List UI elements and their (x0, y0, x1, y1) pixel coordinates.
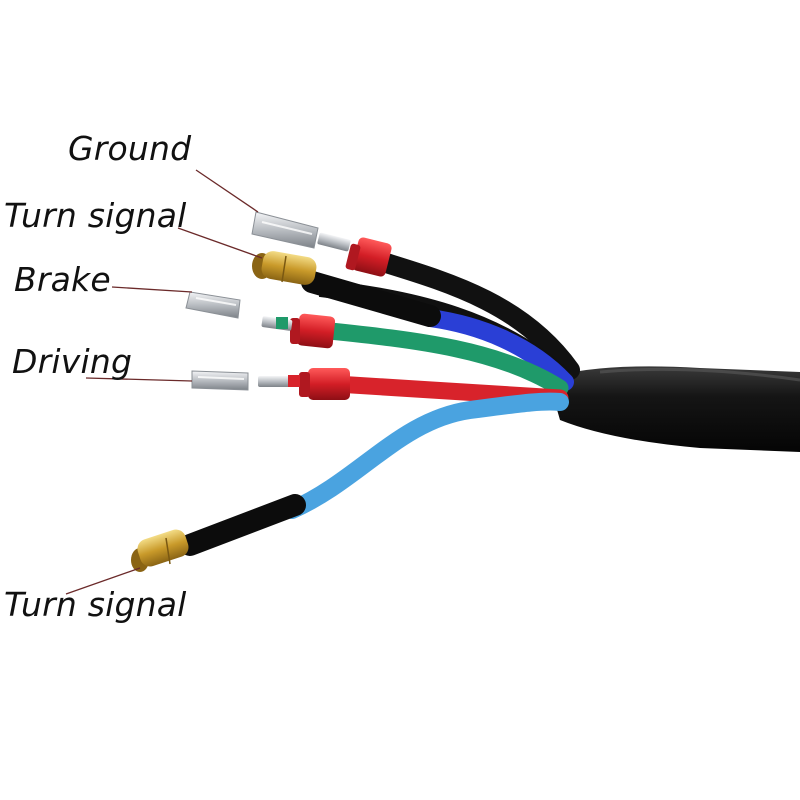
cable-sheath-highlight (599, 367, 800, 382)
seal-driving (299, 368, 350, 400)
brake-terminal (185, 291, 241, 319)
wire-blue (421, 309, 574, 391)
leader-driving (85, 377, 193, 382)
label-ground: Ground (68, 129, 192, 168)
label-turn-signal-top: Turn signal (4, 196, 187, 235)
ground-terminal (251, 211, 319, 249)
seal-brake (290, 313, 336, 349)
leader-brake (111, 286, 193, 293)
wire-lightblue-turn-signal (283, 392, 569, 519)
wire-strip-green (276, 317, 288, 329)
seal-ground (345, 237, 392, 277)
heatshrink-turn-top (301, 271, 441, 327)
crimp-ground (317, 232, 351, 252)
leader-ground (195, 169, 259, 213)
wire-black-ground (360, 248, 580, 380)
label-driving: Driving (12, 342, 133, 381)
leader-lines (65, 169, 263, 595)
cable-sheath (548, 366, 800, 452)
driving-terminal (191, 370, 249, 391)
wire-green-brake (311, 321, 569, 397)
turn-signal-bottom-terminal (131, 529, 189, 572)
heatshrink-turn-bottom (179, 494, 306, 556)
leader-turn-signal-bottom (65, 567, 141, 595)
leader-turn-signal-top (177, 227, 263, 259)
label-brake: Brake (14, 260, 111, 299)
turn-signal-top-terminal (252, 251, 317, 285)
wire-strip-red (288, 375, 300, 387)
label-turn-signal-bottom: Turn signal (4, 585, 187, 624)
